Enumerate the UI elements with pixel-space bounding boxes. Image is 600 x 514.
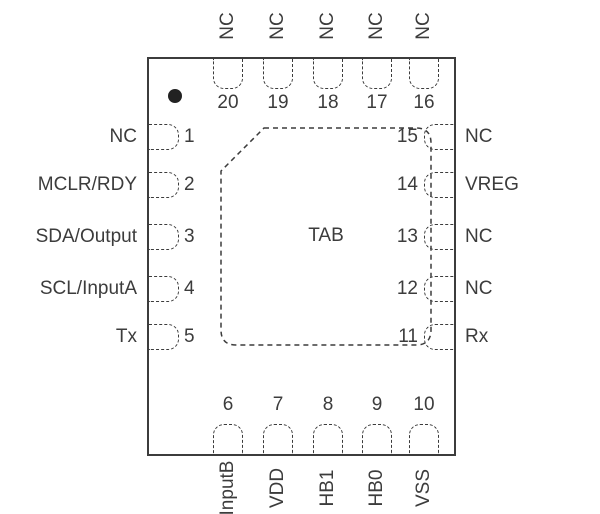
pin-2-pad: [149, 172, 179, 198]
pin-3-pad: [149, 224, 179, 250]
pin-7-label: VDD: [267, 467, 288, 509]
pin-15-pad: [424, 124, 454, 150]
pin-20-label: NC: [217, 12, 238, 40]
pin-16-pad: [409, 59, 439, 89]
pin-8-number: 8: [322, 394, 334, 415]
pin-9-number: 9: [371, 394, 383, 415]
pin-20-number: 20: [217, 92, 239, 113]
pin-6-number: 6: [222, 394, 234, 415]
pin-8-label: HB1: [317, 469, 338, 507]
pin-9-pad: [362, 424, 392, 454]
pin-4-number: 4: [184, 278, 195, 299]
pin-17-number: 17: [366, 92, 388, 113]
tab-label: TAB: [308, 225, 344, 246]
pin-5-label: Tx: [115, 326, 137, 347]
pin-1-label: NC: [109, 126, 137, 147]
pin-18-number: 18: [317, 92, 339, 113]
pin-19-label: NC: [267, 12, 288, 40]
pin-2-number: 2: [184, 174, 195, 195]
pin-12-number: 12: [396, 278, 418, 299]
pin-5-number: 5: [184, 326, 195, 347]
pin-20-pad: [213, 59, 243, 89]
pin-14-label: VREG: [465, 174, 519, 195]
pin-2-label: MCLR/RDY: [37, 174, 137, 195]
pin-14-pad: [424, 172, 454, 198]
pin-10-pad: [409, 424, 439, 454]
pin1-indicator-dot: [168, 89, 182, 103]
pin-18-label: NC: [317, 12, 338, 40]
pin-9-label: HB0: [366, 469, 387, 507]
pin-19-pad: [263, 59, 293, 89]
pin-10-number: 10: [413, 394, 435, 415]
pin-13-number: 13: [396, 226, 418, 247]
pin-4-pad: [149, 276, 179, 302]
pin-13-pad: [424, 224, 454, 250]
pin-18-pad: [313, 59, 343, 89]
pin-19-number: 19: [267, 92, 289, 113]
pin-1-pad: [149, 124, 179, 150]
pin-17-label: NC: [366, 12, 387, 40]
pin-11-label: Rx: [465, 326, 489, 347]
pin-7-pad: [263, 424, 293, 454]
pin-17-pad: [362, 59, 392, 89]
pin-16-label: NC: [413, 12, 434, 40]
pin-12-pad: [424, 276, 454, 302]
pin-1-number: 1: [184, 126, 195, 147]
pin-15-label: NC: [465, 126, 493, 147]
pin-11-number: 11: [398, 326, 418, 347]
pin-5-pad: [149, 324, 179, 350]
pin-8-pad: [313, 424, 343, 454]
pin-4-label: SCL/InputA: [39, 278, 137, 299]
pin-10-label: VSS: [413, 468, 434, 508]
pin-6-label: InputB: [217, 460, 238, 514]
pin-16-number: 16: [413, 92, 435, 113]
package-outline: [147, 57, 456, 456]
pin-11-pad: [424, 324, 454, 350]
pin-3-number: 3: [184, 226, 195, 247]
pin-14-number: 14: [396, 174, 418, 195]
pin-13-label: NC: [465, 226, 493, 247]
pin-7-number: 7: [272, 394, 284, 415]
pin-3-label: SDA/Output: [35, 226, 137, 247]
pin-6-pad: [213, 424, 243, 454]
pin-15-number: 15: [396, 126, 418, 147]
pin-12-label: NC: [465, 278, 493, 299]
